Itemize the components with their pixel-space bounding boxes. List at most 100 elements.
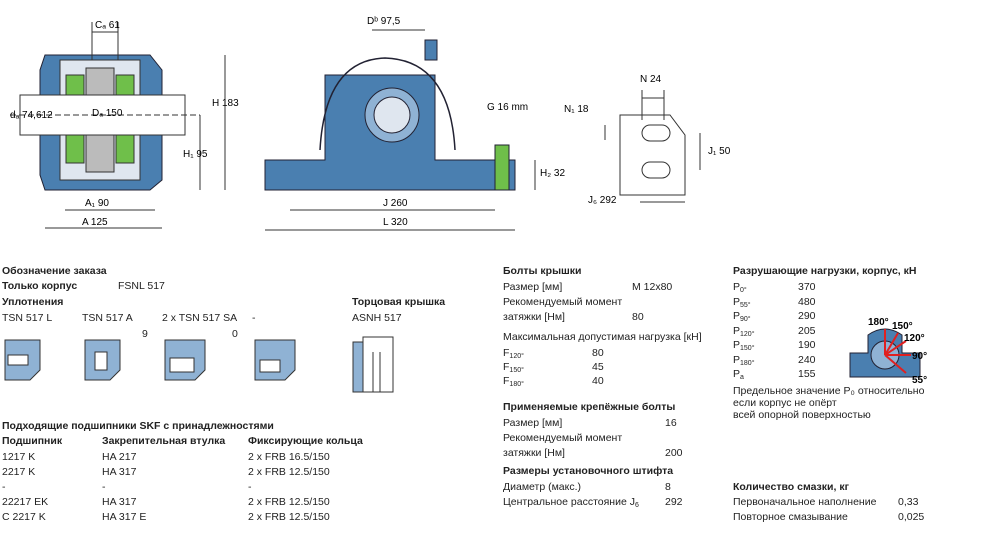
attach-bolts-title: Применяемые крепёжные болты [503,401,676,413]
dim-H2: H₂ 32 [540,168,565,179]
bearings-header: Подшипник [2,435,63,447]
bearing-cell: HA 317 [102,466,137,478]
dowel-title: Размеры установочного штифта [503,465,674,477]
breaking-label: P180° [733,353,755,367]
bearings-title: Подходящие подшипники SKF с принадлежнос… [2,420,274,432]
angle-label: 180° [868,317,889,328]
endcover-drawing [352,336,394,393]
max-load-label: Максимальная допустимая нагрузка [кН] [503,331,702,343]
grease-refill-value: 0,025 [898,511,925,523]
foot-detail-drawing: N 24 N₁ 18 J₁ 50 J₆ 292 [564,74,731,206]
cap-torque-label-2: затяжки [Нм] [503,311,565,323]
breaking-value: 205 [798,324,816,337]
breaking-label: Pa [733,368,744,381]
dim-G: G 16 mm [487,102,528,113]
bearings-header: Закрепительная втулка [102,435,226,447]
dim-N1: N₁ 18 [564,104,589,115]
bearing-cell: - [102,481,106,493]
dim-N: N 24 [640,74,662,85]
bearing-cell: C 2217 K [2,511,46,523]
breaking-value: 190 [798,339,816,351]
cap-torque-value: 80 [632,311,644,323]
load-value: 80 [592,347,604,359]
dim-J1: J₁ 50 [708,146,731,157]
cap-size-value: M 12x80 [632,281,673,293]
load-label: F180° [503,375,524,388]
breaking-label: P55° [733,295,751,309]
breaking-title: Разрушающие нагрузки, корпус, кН [733,265,917,277]
dim-J6: J₆ 292 [588,195,617,206]
order-title: Обозначение заказа [2,265,107,277]
dim-A: A 125 [82,217,108,228]
angle-label: 150° [892,321,913,332]
bearing-cell: - [248,481,252,493]
attach-torque-label-2: затяжки [Нм] [503,447,565,459]
cross-section-drawing: Cₐ 61 dₐ 74,612 Dₐ 150 H 183 H₁ 95 A₁ 90… [10,20,239,229]
breaking-value: 370 [798,281,816,293]
endcover-title: Торцовая крышка [352,296,446,308]
seal-item: TSN 517 A [82,312,133,324]
bearing-cell: 22217 EK [2,496,49,508]
seal-note-a: 9 [142,328,148,340]
housing-value: FSNL 517 [118,280,165,292]
dim-J: J 260 [383,198,408,209]
grease-initial-label: Первоначальное наполнение [733,496,877,508]
angle-label: 55° [912,375,927,386]
attach-torque-value: 200 [665,447,683,459]
dim-H1: H₁ 95 [183,149,208,160]
load-value: 40 [592,375,604,387]
bearing-cell: - [2,481,6,493]
breaking-label: P90° [733,310,751,323]
breaking-value: 240 [798,353,816,366]
grease-refill-label: Повторное смазывание [733,511,848,523]
dim-da: dₐ 74,612 [10,110,53,121]
attach-torque-label: Рекомендуемый момент [503,432,623,444]
bearing-cell: 2 x FRB 16.5/150 [248,451,330,463]
seal-item: - [252,312,256,324]
bearing-cell: HA 317 [102,496,137,508]
dim-L: L 320 [383,217,408,228]
angle-label: 120° [904,333,925,344]
grease-title: Количество смазки, кг [733,481,849,493]
attach-size-value: 16 [665,417,677,429]
bearing-cell: HA 217 [102,451,137,463]
breaking-value: 290 [798,310,816,322]
dowel-diam-label: Диаметр (макс.) [503,481,582,493]
dim-H: H 183 [212,98,239,109]
dowel-dist-value: 292 [665,496,683,508]
bearing-cell: 2 x FRB 12.5/150 [248,496,330,508]
bearing-cell: 2 x FRB 12.5/150 [248,466,330,478]
breaking-value: 155 [798,368,816,380]
grease-initial-value: 0,33 [898,496,919,508]
attach-size-label: Размер [мм] [503,417,563,429]
angle-label: 90° [912,351,927,362]
cap-size-label: Размер [мм] [503,281,563,293]
dowel-dist-label: Центральное расстояние J6 [503,496,639,509]
dim-A1: A₁ 90 [85,198,109,209]
housing-label: Только корпус [2,280,78,292]
bearing-cell: HA 317 E [102,511,147,523]
endcover-value: ASNH 517 [352,312,402,324]
breaking-note-2: если корпус не опёрт [733,397,837,409]
bearing-cell: 1217 K [2,451,36,463]
seal-item: 2 x TSN 517 SA [162,312,238,324]
load-label: F120° [503,347,524,360]
dim-db: Dᵇ 97,5 [367,16,401,27]
load-angle-diagram: 180° 150° 120° 90° 55° [849,317,927,386]
bearing-cell: 2217 K [2,466,36,478]
seal-item: TSN 517 L [2,312,53,324]
breaking-label: P120° [733,324,755,338]
seals-title: Уплотнения [2,296,64,308]
bearing-cell: 2 x FRB 12.5/150 [248,511,330,523]
breaking-note-3: всей опорной поверхностью [733,409,871,421]
front-view-drawing: Dᵇ 97,5 J 260 L 320 G 16 mm H₂ 32 [264,16,565,231]
dim-Da: Dₐ 150 [92,108,123,119]
seal-drawings [4,339,296,381]
cap-torque-label: Рекомендуемый момент [503,296,623,308]
breaking-label: P150° [733,339,755,352]
breaking-label: P0° [733,281,747,294]
cap-bolts-title: Болты крышки [503,265,582,277]
seal-note-b: 0 [232,328,238,340]
bearings-header: Фиксирующие кольца [248,435,363,447]
dowel-diam-value: 8 [665,481,671,493]
